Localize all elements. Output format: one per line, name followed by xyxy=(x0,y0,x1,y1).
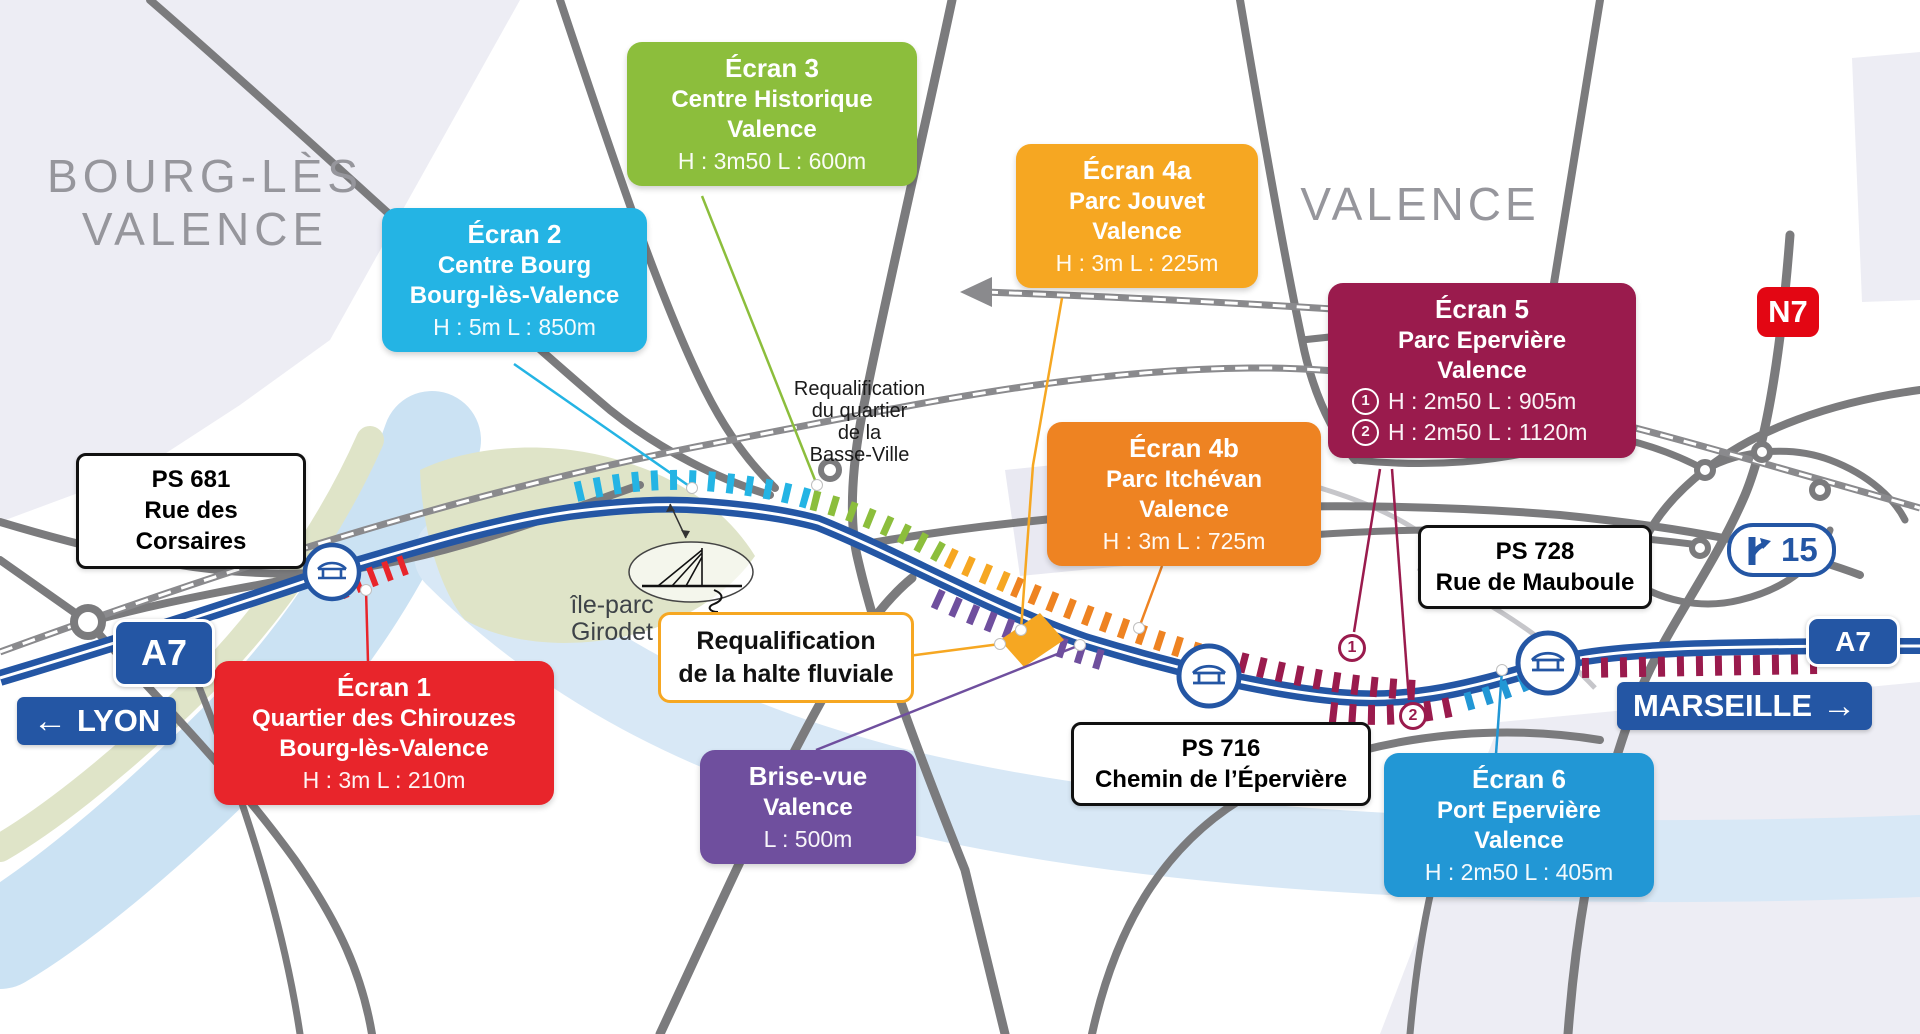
right-arrow-icon: → xyxy=(1822,687,1857,725)
urban-area-rightedge xyxy=(1852,52,1920,302)
bridge-icon-ps681 xyxy=(302,542,362,602)
connector-dots xyxy=(360,479,1508,676)
screen5-marker-2: 2 xyxy=(1399,702,1427,730)
n7-sign: N7 xyxy=(1757,287,1819,337)
lyon-sign: ← LYON xyxy=(17,697,177,745)
halte-fluviale-area xyxy=(1000,613,1064,667)
a7-sign-left: A7 xyxy=(113,619,215,687)
ps716-box: PS 716 Chemin de l’Épervière xyxy=(1071,722,1371,807)
left-arrow-icon: ← xyxy=(33,702,67,740)
marseille-sign: MARSEILLE → xyxy=(1617,682,1873,730)
ecran5-item2-number: 2 xyxy=(1352,418,1379,446)
callout-ecran4a: Écran 4a Parc Jouvet Valence H : 3m L : … xyxy=(1016,144,1258,289)
callout-connectors xyxy=(364,195,1504,755)
callout-brise-vue: Brise-vue Valence L : 500m xyxy=(700,750,916,865)
bridge-sketch-ellipse xyxy=(628,503,754,613)
ile-parc-girodet-label: île-parc Girodet xyxy=(570,591,654,646)
bridge-icons xyxy=(302,542,1581,709)
left-arrow-icon xyxy=(960,277,992,307)
screen5-marker-1: 1 xyxy=(1338,634,1366,662)
screen-ecran4b-hatch xyxy=(1010,576,1215,667)
callout-ecran3: Écran 3 Centre Historique Valence H : 3m… xyxy=(627,42,917,187)
bridge-icon-ps728 xyxy=(1515,630,1581,696)
exit-ramp-icon xyxy=(1748,537,1771,565)
callout-ecran1: Écran 1 Quartier des Chirouzes Bourg-lès… xyxy=(214,661,554,806)
screen-ecran5b2-hatch xyxy=(1581,654,1819,678)
bridge-icon-ps716 xyxy=(1176,643,1242,709)
callout-ecran6: Écran 6 Port Epervière Valence H : 2m50 … xyxy=(1384,753,1654,898)
river-bank-green xyxy=(0,426,384,862)
basse-ville-label: Requalification du quartier de la Basse-… xyxy=(793,378,926,466)
junction-nodes xyxy=(70,441,1831,640)
screen-ecran5a-hatch xyxy=(1237,652,1416,700)
a7-sign-right: A7 xyxy=(1806,616,1900,667)
ps728-box: PS 728 Rue de Mauboule xyxy=(1418,525,1652,610)
exit-15-sign: 15 xyxy=(1727,523,1836,577)
ecran5-item1-number: 1 xyxy=(1352,387,1379,415)
screen-ecran1-hatch xyxy=(335,553,414,600)
callout-ecran2: Écran 2 Centre Bourg Bourg-lès-Valence H… xyxy=(382,208,647,353)
roundabout-icon xyxy=(70,604,106,640)
screen-ecran4a-hatch xyxy=(943,547,1019,596)
region-label-valence: VALENCE xyxy=(1300,178,1540,230)
halte-fluviale-box: Requalification de la halte fluviale xyxy=(658,612,914,703)
screen-ecran2-hatch xyxy=(573,469,815,510)
screen-ecran5b-hatch xyxy=(1328,696,1458,725)
region-label-bourg-les-valence: BOURG-LÈS VALENCE xyxy=(47,150,363,255)
urban-area-topleft xyxy=(0,0,520,522)
ps681-box: PS 681 Rue des Corsaires xyxy=(76,453,306,569)
callout-ecran4b: Écran 4b Parc Itchévan Valence H : 3m L … xyxy=(1047,422,1321,567)
